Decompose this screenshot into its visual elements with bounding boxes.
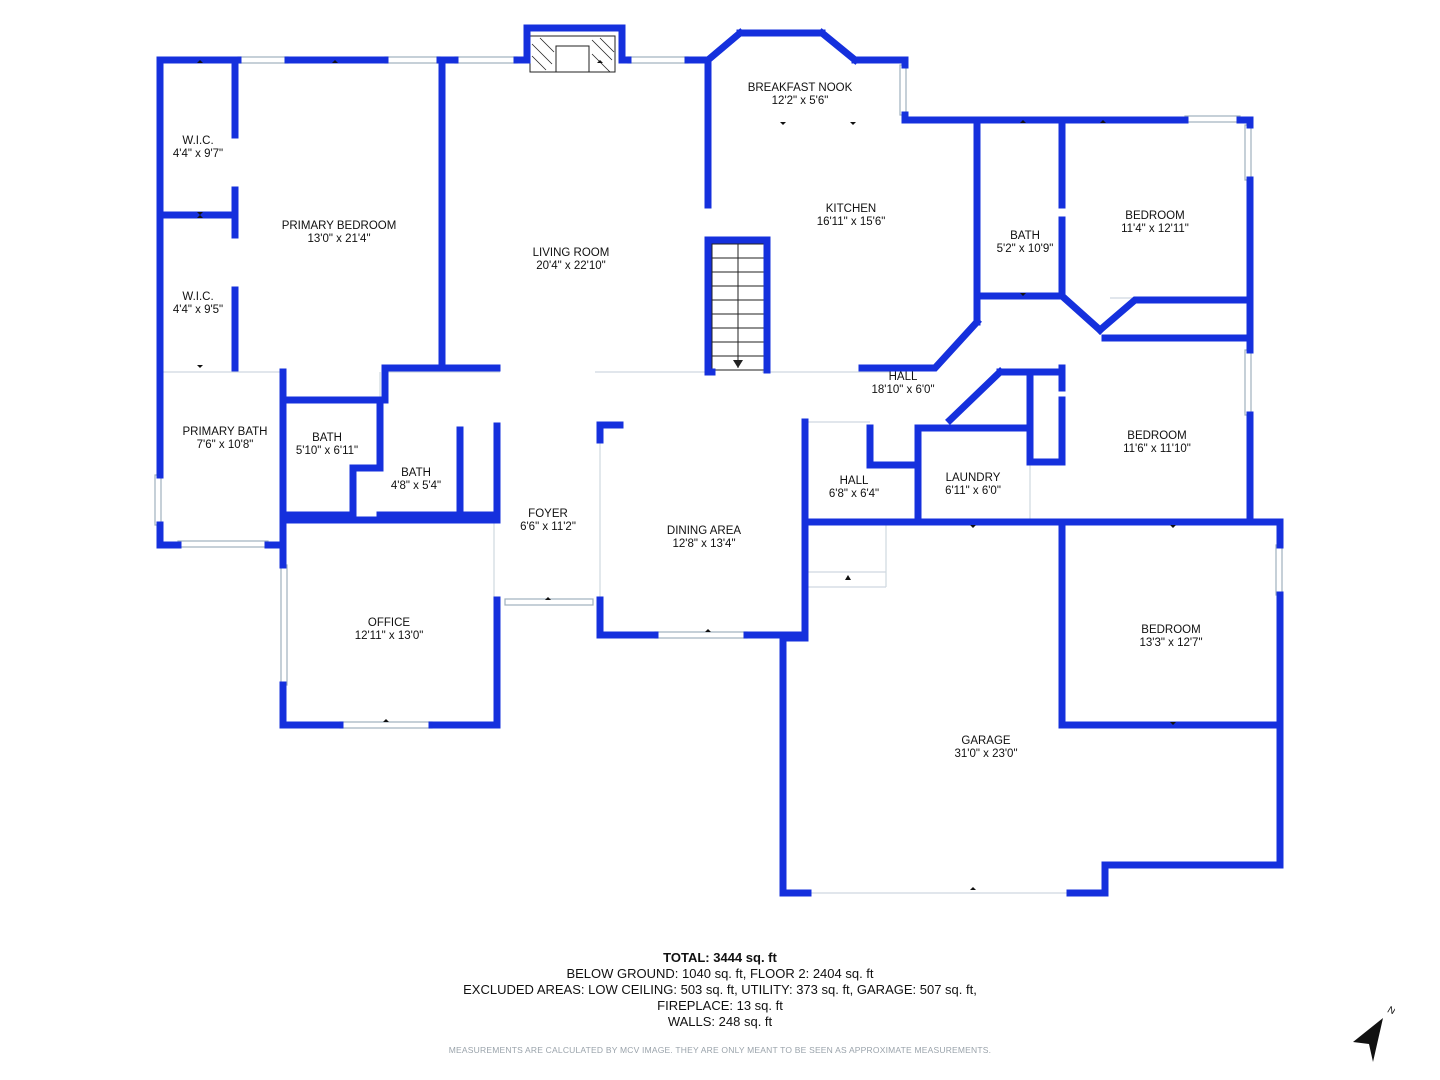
room-name: BATH — [1010, 230, 1040, 242]
compass-label: N — [1386, 1004, 1395, 1017]
room-name: BEDROOM — [1127, 430, 1187, 442]
disclaimer: MEASUREMENTS ARE CALCULATED BY MCV IMAGE… — [448, 1045, 992, 1055]
walls — [156, 24, 1284, 897]
room-name: FOYER — [528, 508, 568, 520]
room-dims: 20'4" x 22'10" — [536, 260, 606, 272]
north-arrow-icon: N — [1353, 1004, 1397, 1062]
windows — [154, 56, 1283, 729]
stairs — [711, 243, 765, 371]
room-name: W.I.C. — [182, 135, 214, 147]
room-name: BEDROOM — [1141, 624, 1201, 636]
room-bedroom-e: BEDROOM 11'6" x 11'10" — [1123, 430, 1191, 456]
room-dims: 7'6" x 10'8" — [196, 439, 254, 451]
room-dims: 11'4" x 12'11" — [1121, 223, 1189, 235]
room-dims: 5'2" x 10'9" — [996, 243, 1054, 255]
summary-line-1: BELOW GROUND: 1040 sq. ft, FLOOR 2: 2404… — [566, 966, 874, 981]
room-bath-mid: BATH 5'10" x 6'11" — [296, 432, 358, 458]
room-name: BEDROOM — [1125, 210, 1185, 222]
room-breakfast-nook: BREAKFAST NOOK 12'2" x 5'6" — [748, 82, 853, 108]
room-dims: 18'10" x 6'0" — [871, 384, 935, 396]
room-hall-small: HALL 6'8" x 6'4" — [829, 475, 879, 501]
room-bath-east: BATH 5'2" x 10'9" — [997, 230, 1054, 256]
room-wic-2: W.I.C. 4'4" x 9'5" — [173, 291, 223, 317]
summary-line-2: EXCLUDED AREAS: LOW CEILING: 503 sq. ft,… — [463, 982, 977, 997]
room-bedroom-ne: BEDROOM 11'4" x 12'11" — [1121, 210, 1189, 236]
room-dims: 13'3" x 12'7" — [1139, 637, 1203, 649]
fireplace — [529, 35, 616, 73]
room-name: PRIMARY BATH — [182, 426, 268, 438]
room-dims: 13'0" x 21'4" — [307, 233, 371, 245]
room-name: HALL — [839, 475, 869, 487]
room-laundry: LAUNDRY 6'11" x 6'0" — [945, 472, 1001, 498]
summary-line-3: FIREPLACE: 13 sq. ft — [657, 998, 783, 1013]
room-dims: 6'8" x 6'4" — [828, 488, 880, 500]
room-hall-main: HALL 18'10" x 6'0" — [871, 371, 934, 397]
north-compass: N — [1345, 1000, 1397, 1070]
room-name: KITCHEN — [825, 203, 877, 215]
room-name: GARAGE — [961, 735, 1011, 747]
room-dims: 12'11" x 13'0" — [354, 630, 424, 642]
room-name: BATH — [401, 467, 431, 479]
opening-lines — [160, 62, 1280, 894]
dimension-ticks — [197, 60, 1176, 890]
room-name: W.I.C. — [182, 291, 214, 303]
room-dims: 4'4" x 9'7" — [172, 148, 224, 160]
room-dims: 11'6" x 11'10" — [1123, 443, 1191, 455]
room-name: HALL — [888, 371, 918, 383]
room-dining-area: DINING AREA 12'8" x 13'4" — [667, 525, 741, 551]
room-dims: 4'8" x 5'4" — [390, 480, 442, 492]
room-wic-1: W.I.C. 4'4" x 9'7" — [173, 135, 223, 161]
room-kitchen: KITCHEN 16'11" x 15'6" — [817, 203, 886, 229]
room-primary-bedroom: PRIMARY BEDROOM 13'0" x 21'4" — [282, 220, 397, 246]
area-summary: TOTAL: 3444 sq. ft BELOW GROUND: 1040 sq… — [0, 950, 1440, 1030]
room-name: LAUNDRY — [945, 472, 1001, 484]
room-living-room: LIVING ROOM 20'4" x 22'10" — [533, 247, 610, 273]
room-dims: 31'0" x 23'0" — [954, 748, 1018, 760]
room-primary-bath: PRIMARY BATH 7'6" x 10'8" — [183, 426, 268, 452]
room-dims: 6'11" x 6'0" — [945, 485, 1001, 497]
room-dims: 6'6" x 11'2" — [520, 521, 576, 533]
room-bedroom-se: BEDROOM 13'3" x 12'7" — [1139, 624, 1202, 650]
room-foyer: FOYER 6'6" x 11'2" — [520, 508, 576, 534]
room-dims: 4'4" x 9'5" — [172, 304, 224, 316]
room-dims: 16'11" x 15'6" — [816, 216, 886, 228]
summary-line-4: WALLS: 248 sq. ft — [667, 1014, 773, 1029]
room-name: LIVING ROOM — [532, 247, 610, 259]
room-name: OFFICE — [367, 617, 411, 629]
total-area: TOTAL: 3444 sq. ft — [663, 950, 777, 965]
room-name: BATH — [312, 432, 342, 444]
room-garage: GARAGE 31'0" x 23'0" — [954, 735, 1017, 761]
room-name: PRIMARY BEDROOM — [281, 220, 397, 232]
room-dims: 12'8" x 13'4" — [672, 538, 736, 550]
room-office: OFFICE 12'11" x 13'0" — [355, 617, 424, 643]
room-name: BREAKFAST NOOK — [747, 82, 853, 94]
room-bath-small: BATH 4'8" x 5'4" — [391, 467, 441, 493]
room-dims: 12'2" x 5'6" — [771, 95, 829, 107]
room-dims: 5'10" x 6'11" — [295, 445, 359, 457]
room-name: DINING AREA — [666, 525, 742, 537]
